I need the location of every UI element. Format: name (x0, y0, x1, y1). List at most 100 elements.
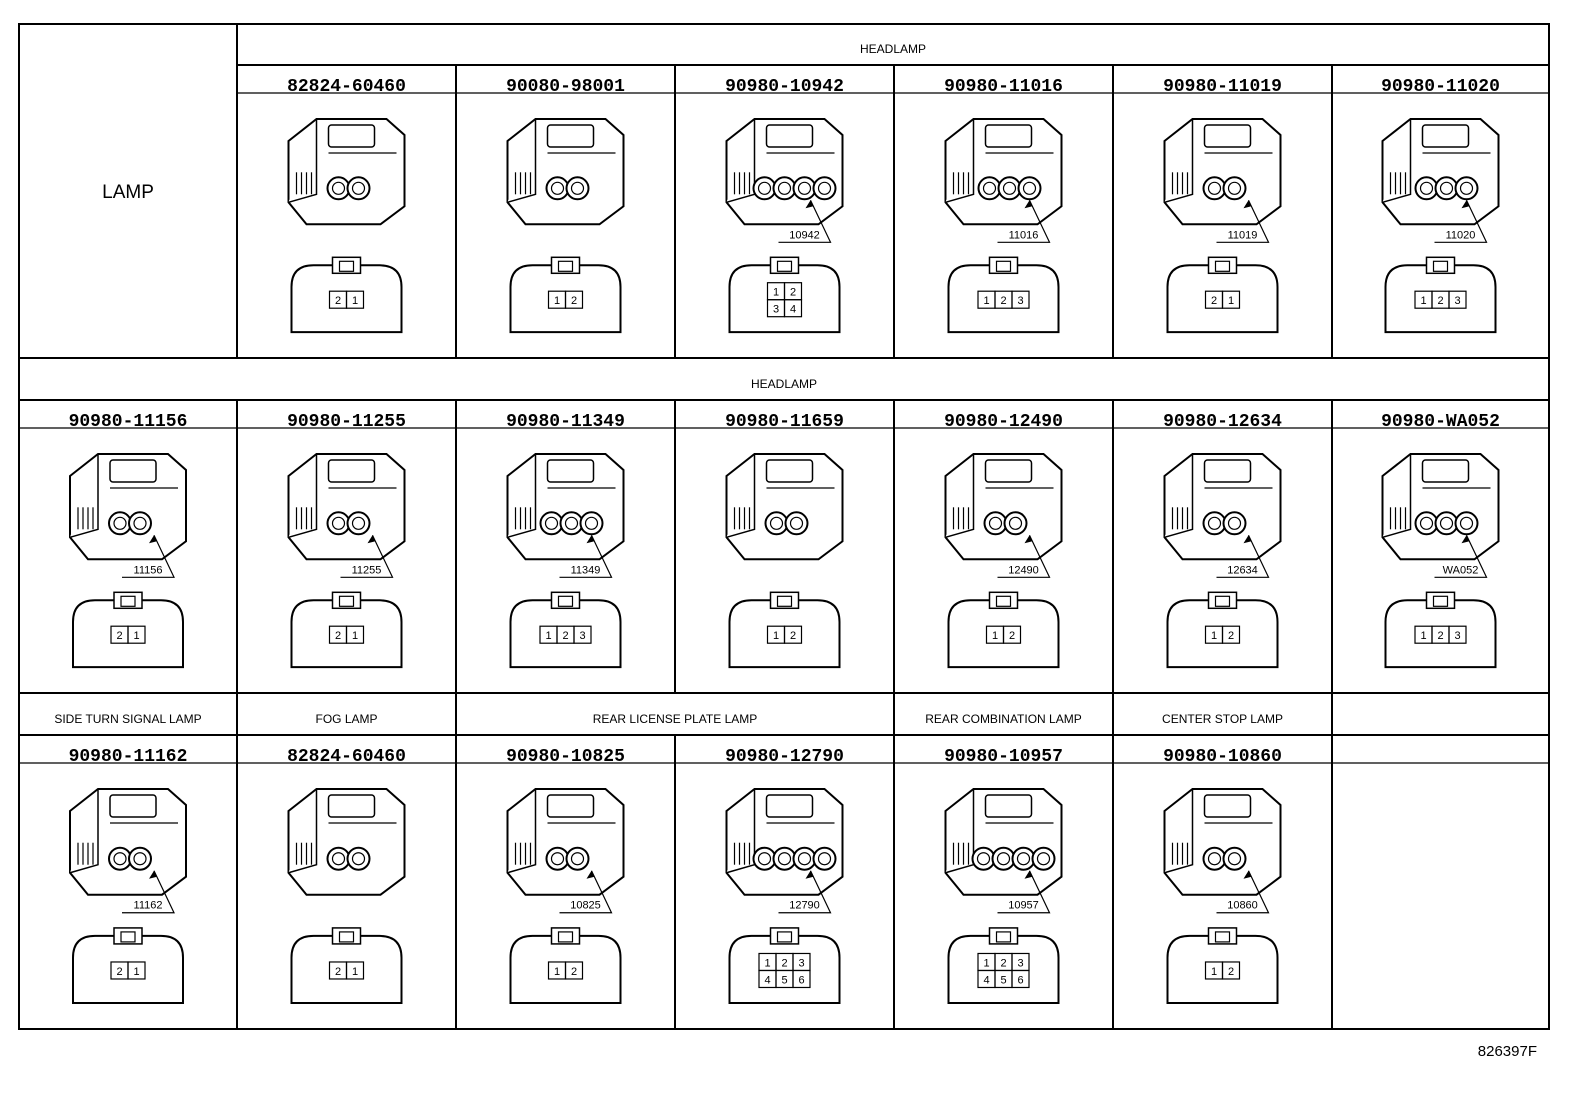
part-number: 90980-11020 (1381, 77, 1500, 97)
callout-label: 11016 (1009, 229, 1039, 241)
pin-number: 2 (781, 957, 787, 969)
part-number: 90980-12490 (944, 412, 1063, 432)
part-number: 90980-11019 (1163, 77, 1282, 97)
pin-cell (1002, 625, 1022, 644)
pin-number: 6 (798, 974, 804, 986)
pin-number: 3 (1017, 295, 1023, 307)
pin-number: 1 (773, 287, 779, 299)
pin-number: 1 (133, 630, 139, 642)
pin-number: 2 (335, 630, 341, 642)
pin-number: 1 (1228, 295, 1234, 307)
part-number: 90980-10860 (1163, 747, 1282, 767)
pin-number: 1 (1211, 966, 1217, 978)
pin-number: 1 (1211, 630, 1217, 642)
pin-number: 2 (1211, 295, 1217, 307)
pin-number: 2 (790, 630, 796, 642)
pin-number: 2 (335, 295, 341, 307)
pin-cell (345, 290, 365, 309)
pin-cell (345, 625, 365, 644)
group-header: SIDE TURN SIGNAL LAMP (54, 712, 201, 726)
row-label-lamp: LAMP (102, 182, 154, 203)
connector-housing-icon (287, 118, 406, 226)
pin-number: 1 (133, 966, 139, 978)
pin-cell (127, 961, 146, 980)
pin-number: 2 (1228, 630, 1234, 642)
part-number: 82824-60460 (287, 747, 406, 767)
pin-cell (783, 299, 803, 318)
pin-number: 1 (773, 630, 779, 642)
pin-number: 3 (579, 630, 585, 642)
pin-cell (792, 969, 811, 989)
pin-number: 1 (992, 630, 998, 642)
callout-label: 10942 (789, 229, 820, 241)
pin-cell (564, 961, 584, 980)
connector-housing-icon (1163, 788, 1282, 896)
pin-number: 1 (1420, 295, 1426, 307)
group-header: CENTER STOP LAMP (1162, 712, 1283, 726)
callout-label: 11020 (1446, 229, 1476, 241)
callout-label: 12634 (1227, 564, 1258, 576)
part-number: 90980-11349 (506, 412, 625, 432)
part-number: 90980-10957 (944, 747, 1063, 767)
callout-label: 11019 (1228, 229, 1258, 241)
pin-number: 1 (983, 295, 989, 307)
pin-number: 3 (773, 304, 779, 316)
pin-number: 1 (764, 957, 770, 969)
pin-number: 4 (790, 304, 796, 316)
part-number: 90980-11162 (69, 747, 188, 767)
part-number: 90980-12790 (725, 747, 844, 767)
pin-cell (1221, 625, 1241, 644)
pin-cell (1221, 290, 1241, 309)
connector-housing-icon (725, 118, 844, 226)
pin-number: 2 (562, 630, 568, 642)
callout-label: 10957 (1008, 900, 1039, 912)
pin-number: 2 (1437, 630, 1443, 642)
pin-cell (1221, 961, 1241, 980)
pin-number: 5 (1000, 974, 1006, 986)
part-number: 90980-11156 (69, 412, 188, 432)
part-number: 82824-60460 (287, 77, 406, 97)
pin-number: 2 (1009, 630, 1015, 642)
pin-number: 2 (1000, 957, 1006, 969)
pin-number: 2 (571, 295, 577, 307)
callout-label: 11162 (134, 900, 163, 912)
pin-number: 1 (1420, 630, 1426, 642)
pin-cell (345, 961, 365, 980)
pin-number: 1 (983, 957, 989, 969)
group-header: HEADLAMP (860, 42, 926, 56)
group-header: REAR LICENSE PLATE LAMP (593, 712, 758, 726)
pin-cell (783, 625, 803, 644)
pin-number: 5 (781, 974, 787, 986)
pin-number: 6 (1017, 974, 1023, 986)
pin-number: 1 (554, 295, 560, 307)
part-number: 90980-10825 (506, 747, 625, 767)
pin-number: 2 (1228, 966, 1234, 978)
pin-number: 4 (764, 974, 770, 986)
connector-housing-icon (69, 788, 187, 896)
pin-cell (573, 625, 592, 644)
